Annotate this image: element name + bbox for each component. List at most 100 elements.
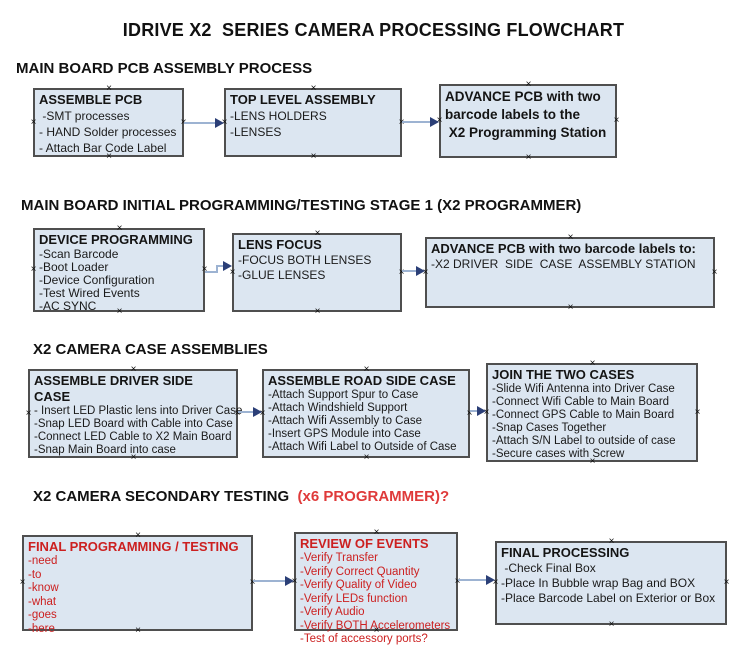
box-items: -Attach Support Spur to Case-Attach Wind… bbox=[268, 389, 464, 454]
box-items: -Verify Transfer-Verify Correct Quantity… bbox=[300, 552, 452, 647]
box-item: -Verify Audio bbox=[300, 606, 365, 618]
arrow-head-icon bbox=[430, 117, 439, 127]
section-heading-pcb-assembly: MAIN BOARD PCB ASSEMBLY PROCESS bbox=[16, 60, 312, 77]
box-item: -Snap LED Board with Cable into Case bbox=[34, 418, 233, 430]
box-items: -SMT processes- HAND Solder processes- A… bbox=[39, 108, 178, 156]
section-heading-initial-programming: MAIN BOARD INITIAL PROGRAMMING/TESTING S… bbox=[21, 197, 581, 214]
flow-box-top-level-assembly: TOP LEVEL ASSEMBLY -LENS HOLDERS -LENSES bbox=[224, 88, 402, 157]
box-title: ASSEMBLE DRIVER SIDE CASE bbox=[34, 373, 197, 404]
arrow-head-icon bbox=[215, 118, 224, 128]
connector-anchor-x-mark bbox=[29, 118, 38, 127]
box-title: LENS FOCUS bbox=[238, 237, 322, 252]
connector-anchor-x-mark bbox=[722, 578, 731, 587]
section-heading-text: MAIN BOARD PCB ASSEMBLY PROCESS bbox=[16, 60, 313, 77]
connector-anchor-x-mark bbox=[362, 453, 371, 462]
connector-anchor-x-mark bbox=[693, 408, 702, 417]
box-item: -Attach Wifi Assembly to Case bbox=[268, 415, 423, 427]
box-item: -AC SYNC bbox=[39, 299, 97, 313]
flow-box-review-of-events: REVIEW OF EVENTS -Verify Transfer-Verify… bbox=[294, 532, 458, 645]
box-title: FINAL PROCESSING bbox=[501, 545, 630, 560]
flow-box-assemble-road-side-case: ASSEMBLE ROAD SIDE CASE -Attach Support … bbox=[262, 369, 470, 458]
flow-box-device-programming: DEVICE PROGRAMMING -Scan Barcode-Boot Lo… bbox=[33, 228, 205, 313]
box-title: ADVANCE PCB with two barcode labels to: bbox=[431, 241, 696, 256]
arrow-line bbox=[216, 265, 218, 273]
box-item: -to bbox=[28, 568, 42, 581]
box-item: -FOCUS BOTH LENSES bbox=[238, 253, 372, 267]
box-item: -Slide Wifi Antenna into Driver Case bbox=[492, 383, 675, 395]
box-item: - Attach Bar Code Label bbox=[39, 141, 167, 155]
box-title: REVIEW OF EVENTS bbox=[300, 536, 429, 551]
section-heading-text: X2 CAMERA CASE ASSEMBLIES bbox=[33, 341, 268, 358]
box-item: -know bbox=[28, 582, 59, 594]
connector-anchor-x-mark bbox=[18, 578, 27, 587]
flow-box-assemble-driver-side-case: ASSEMBLE DRIVER SIDE CASE - Insert LED P… bbox=[28, 369, 243, 458]
section-heading-text: X2 CAMERA SECONDARY TESTING bbox=[33, 488, 294, 505]
box-items: -Scan Barcode-Boot Loader-Device Configu… bbox=[39, 248, 199, 313]
section-heading-case-assemblies: X2 CAMERA CASE ASSEMBLIES bbox=[33, 341, 268, 358]
box-item: -Connect LED Cable to X2 Main Board bbox=[34, 431, 232, 443]
section-heading-text: MAIN BOARD INITIAL PROGRAMMING/TESTING S… bbox=[21, 197, 582, 214]
arrow-head-icon bbox=[223, 261, 232, 271]
box-items: -X2 DRIVER SIDE CASE ASSEMBLY STATION bbox=[431, 257, 709, 272]
box-item: -Verify BOTH Accelerometers bbox=[300, 619, 451, 632]
connector-anchor-x-mark bbox=[607, 620, 616, 629]
connector-anchor-x-mark bbox=[710, 268, 719, 277]
box-title: TOP LEVEL ASSEMBLY bbox=[230, 92, 376, 107]
box-item: -X2 DRIVER SIDE CASE ASSEMBLY STATION bbox=[431, 257, 696, 271]
flow-box-lens-focus: LENS FOCUS -FOCUS BOTH LENSES-GLUE LENSE… bbox=[232, 233, 402, 312]
box-items: -Check Final Box-Place In Bubble wrap Ba… bbox=[501, 561, 721, 606]
connector-anchor-x-mark bbox=[566, 303, 575, 312]
box-item: -Verify Quality of Video bbox=[300, 579, 417, 591]
flow-box-advance-pcb-driver-side: ADVANCE PCB with two barcode labels to: … bbox=[425, 237, 715, 308]
box-item: -Connect GPS Cable to Main Board bbox=[492, 409, 675, 421]
box-items: - Insert LED Plastic lens into Driver Ca… bbox=[34, 405, 243, 457]
arrow-line bbox=[458, 579, 489, 581]
box-item: -Snap Cases Together bbox=[492, 422, 607, 434]
connector-anchor-x-mark bbox=[313, 307, 322, 316]
connector-anchor-x-mark bbox=[397, 268, 406, 277]
box-item: -Check Final Box bbox=[501, 561, 596, 575]
box-item: -Place In Bubble wrap Bag and BOX bbox=[501, 576, 696, 590]
flow-box-final-processing: FINAL PROCESSING -Check Final Box-Place … bbox=[495, 541, 727, 625]
box-item: -Verify Correct Quantity bbox=[300, 565, 420, 578]
box-item: - HAND Solder processes bbox=[39, 125, 177, 139]
arrow-line bbox=[470, 410, 480, 412]
connector-anchor-x-mark bbox=[612, 116, 621, 125]
arrow-line bbox=[205, 271, 218, 273]
arrow-line bbox=[402, 121, 433, 123]
box-item: -Attach Windshield Support bbox=[268, 402, 408, 414]
arrow-head-icon bbox=[285, 576, 294, 586]
box-item: -goes bbox=[28, 609, 57, 621]
connector-anchor-x-mark bbox=[524, 153, 533, 162]
connector-anchor-x-mark bbox=[453, 577, 462, 586]
box-items: -LENS HOLDERS -LENSES bbox=[230, 108, 396, 140]
box-item: -here bbox=[28, 622, 55, 635]
box-item: -LENS HOLDERS bbox=[230, 109, 327, 123]
box-item: -Connect Wifi Cable to Main Board bbox=[492, 396, 670, 408]
box-item: -Scan Barcode bbox=[39, 247, 119, 261]
arrow-line bbox=[216, 265, 226, 267]
box-title: ASSEMBLE PCB bbox=[39, 92, 143, 107]
box-item: -Insert GPS Module into Case bbox=[268, 428, 421, 440]
page-title: IDRIVE X2 SERIES CAMERA PROCESSING FLOWC… bbox=[122, 20, 625, 40]
box-item: -Attach Support Spur to Case bbox=[268, 389, 419, 401]
box-item: -Test Wired Events bbox=[39, 286, 140, 300]
box-item: -GLUE LENSES bbox=[238, 268, 326, 282]
box-item: - Insert LED Plastic lens into Driver Ca… bbox=[34, 405, 243, 417]
box-item: -Boot Loader bbox=[39, 260, 109, 274]
connector-anchor-x-mark bbox=[309, 152, 318, 161]
connector-anchor-x-mark bbox=[24, 409, 33, 418]
connector-anchor-x-mark bbox=[29, 265, 38, 274]
box-item: -Test of accessory ports? bbox=[300, 633, 428, 645]
arrow-head-icon bbox=[416, 266, 425, 276]
box-item: -what bbox=[28, 595, 57, 608]
section-heading-secondary-testing: X2 CAMERA SECONDARY TESTING (x6 PROGRAMM… bbox=[33, 488, 449, 505]
box-item: -LENSES bbox=[230, 125, 282, 139]
arrow-head-icon bbox=[253, 407, 262, 417]
flow-box-join-the-two-cases: JOIN THE TWO CASES -Slide Wifi Antenna i… bbox=[486, 363, 698, 462]
box-item: -Attach Wifi Label to Outside of Case bbox=[268, 441, 457, 453]
arrow-line bbox=[253, 580, 288, 582]
arrow-head-icon bbox=[486, 575, 495, 585]
arrow-line bbox=[402, 270, 419, 272]
